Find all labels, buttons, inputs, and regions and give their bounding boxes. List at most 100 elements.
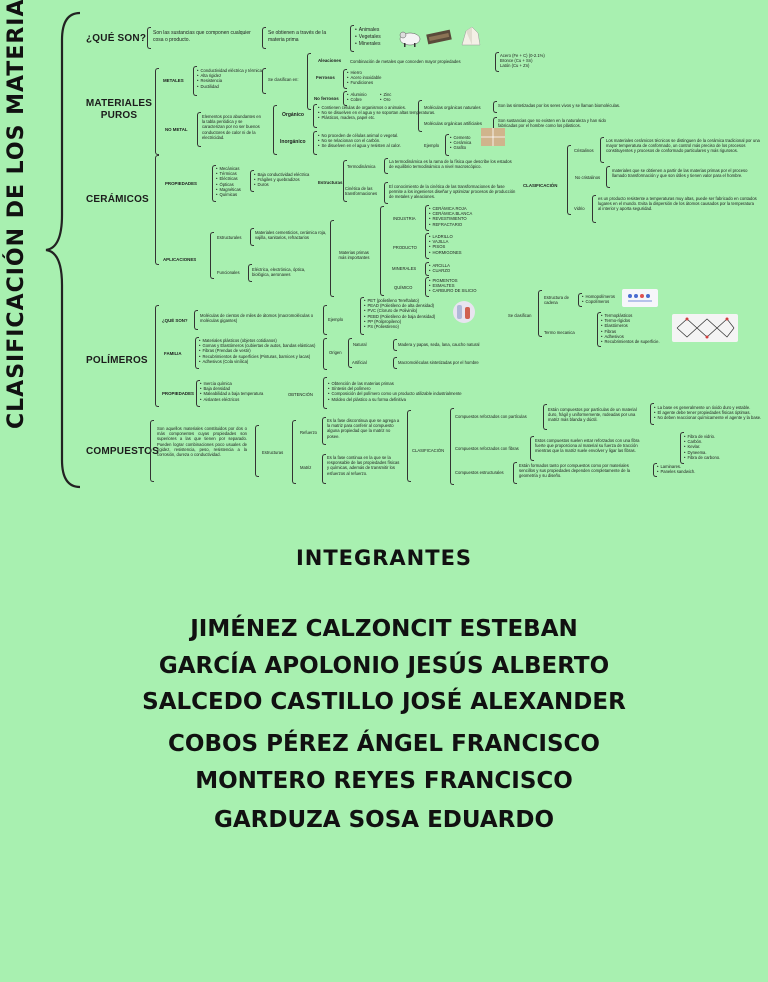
ferrosos-list: Hierro Acero inoxidable Fundiciones — [347, 70, 381, 86]
particulas-res-item: No deben reaccionar químicamente el agen… — [654, 415, 761, 420]
comp-estructuras-split-brace — [255, 425, 259, 477]
ceramicos-props-list: Mecánicas Térmicas Eléctricas Ópticas Ma… — [216, 166, 241, 197]
producto-item: LADRILLO — [429, 234, 462, 239]
no-ferroso-item: Oro — [380, 97, 391, 102]
animal-image — [399, 31, 421, 47]
cinetica-label: Cinética de las transformaciones — [345, 186, 378, 197]
termo-item: Termo-rígidos — [601, 318, 660, 323]
producto-item: VAJILLA — [429, 239, 462, 244]
organico-item: Plásticos, madera, papel etc. — [318, 115, 435, 120]
producto-item: HORMIGONES — [429, 250, 461, 255]
minerales-label: MINERALES — [392, 266, 417, 271]
estructurales-res-item: Paneles sandwich. — [657, 469, 695, 474]
estructurales-label: Estructurales — [217, 235, 242, 240]
polimeros-que-son-label: ¿QUÉ SON? — [162, 318, 188, 323]
ceramicos-propiedades-label: PROPIEDADES — [165, 181, 197, 186]
aleaciones-desc: Combinación de metales que conceden mayo… — [350, 59, 461, 64]
vertical-title: CLASIFICACIÓN DE LOS MATERIALES — [4, 0, 29, 429]
quimico-label: QUÍMICO — [394, 285, 413, 290]
polimeros-brace — [155, 305, 159, 407]
aplicaciones-brace — [210, 232, 214, 279]
organico-item: Contienen células de organismos o animal… — [318, 105, 435, 110]
estructurales-brace — [250, 228, 254, 246]
alloy-item: Acero (Fe + C) (0-2.1%) — [500, 53, 545, 58]
no-ferrosos-list: Aluminio Cobre — [347, 92, 366, 102]
matriz-brace — [322, 454, 326, 484]
estructurales-comp-label: Compuestos estructurales — [455, 470, 504, 475]
termo-list: Termoplásticos Termo-rígidos Elastómeros… — [601, 313, 660, 344]
no-ferroso-item: Zinc — [380, 92, 391, 97]
no-ferrosos-label: No ferrosos — [314, 96, 339, 101]
compuestos-def: Son aquellos materiales constituidos por… — [157, 426, 247, 458]
fibras-res-item: Kevlar. — [684, 444, 720, 449]
termo-item: Adhesivos — [601, 334, 660, 339]
materiales-puros-brace — [155, 68, 159, 155]
ceramicos-label: CERÁMICOS — [86, 194, 149, 205]
compuestos-label: COMPUESTOS — [86, 446, 159, 457]
mineral-item: ARCILLA — [429, 263, 450, 268]
obtencion-label: OBTENCIÓN — [288, 392, 313, 397]
quimico-item: ESMALTES — [429, 283, 476, 288]
origen-label: Origen — [329, 350, 342, 355]
material-types-list: Animales Vegetales Minerales — [355, 27, 381, 48]
natural-brace — [393, 339, 397, 351]
refuerzo-desc: Es la fase discontinua que se agrega a l… — [327, 418, 400, 439]
particulas-desc: Están compuestos por partículas de un ma… — [548, 407, 637, 423]
estructura-brace — [578, 293, 582, 307]
cristalinos-label: Cristalinos — [574, 148, 594, 153]
obtencion-list: Obtención de las materias primas Síntesi… — [328, 381, 462, 402]
vidrio-desc: es un producto resistente a temperaturas… — [598, 196, 757, 212]
natural-desc: Madera y papas, seda, lana, caucho natur… — [398, 342, 480, 347]
ceramico-prop-item: Químicas — [216, 192, 241, 197]
comp-clasif-split-brace — [407, 410, 411, 482]
ceramico-prop2-item: Duros — [254, 182, 309, 187]
industria-item: CERÁMICA ROJA — [429, 206, 472, 211]
ceramicos-props2-brace — [250, 170, 254, 192]
refuerzo-brace — [322, 417, 326, 445]
origin-brace — [262, 27, 266, 49]
organico-item: No se disuelven en el agua y se soportan… — [318, 110, 435, 115]
termo-item: Elastómeros — [601, 323, 660, 328]
organico-label: Orgánico — [282, 112, 304, 118]
no-cristalinos-desc: materiales que se obtienen a partir de l… — [612, 168, 748, 179]
refuerzo-label: Refuerzo — [300, 430, 317, 435]
pol-ejemplos-brace — [360, 297, 364, 335]
integrantes-title: INTEGRANTES — [295, 546, 473, 570]
prop-item: Resistencia — [197, 78, 262, 83]
ejemplo-item: Cemento — [450, 135, 471, 140]
moleculas-naturales-label: Moléculas orgánicas naturales — [424, 105, 481, 110]
no-metal-label: NO METAL — [165, 127, 188, 132]
estructurales-res-item: Laminares. — [657, 464, 695, 469]
familia-item: Gomas y Elastómeros (cubiertas de autos,… — [199, 343, 315, 348]
obtencion-item: Obtención de las materias primas — [328, 381, 462, 386]
estructurales-desc: Materiales cementicios, cerámica roja, v… — [255, 230, 327, 241]
obtencion-item: Composición del polímero como un product… — [328, 391, 461, 396]
fibras-res-item: Dyneema. — [684, 450, 720, 455]
organico-list: Contienen células de organismos o animal… — [318, 105, 435, 121]
que-son-label: ¿QUÉ SON? — [86, 33, 147, 44]
industria-brace — [425, 205, 429, 231]
que-son-brace — [147, 27, 151, 49]
polimero-ejemplo-item: PS (Poliestireno) — [364, 324, 435, 329]
refuerzo-matriz-brace — [292, 420, 296, 484]
polimeros-def-brace — [194, 310, 198, 330]
que-son-definition: Son las sustancias que componen cualquie… — [153, 30, 251, 43]
prop-item: Ductilidad — [197, 84, 262, 89]
particulas-res-item: El agente debe tener propiedades físicas… — [654, 410, 761, 415]
fibras-res-item: Carbón. — [684, 439, 720, 444]
familia-label: FAMILIA — [164, 351, 182, 356]
ceramicos-props-brace — [212, 165, 216, 202]
termodinamica-label: Termodinámica — [347, 164, 376, 169]
copolymer-diagram-image — [622, 289, 658, 307]
artificial-brace — [393, 357, 397, 369]
se-clasifican-label: Se clasifican — [508, 313, 532, 318]
polimero-prop-item: Baja densidad — [200, 386, 263, 391]
no-ferrosos-list-2: Zinc Oro — [380, 92, 391, 102]
no-cristalinos-brace — [606, 166, 610, 188]
no-ferroso-item: Aluminio — [347, 92, 366, 97]
aplicaciones-label: APLICACIONES — [163, 257, 197, 262]
materias-split-brace — [330, 220, 334, 297]
naturales-brace — [493, 101, 497, 113]
origen-brace — [348, 338, 352, 368]
estructura-cadena-label: Estructura de cadena — [544, 295, 569, 306]
